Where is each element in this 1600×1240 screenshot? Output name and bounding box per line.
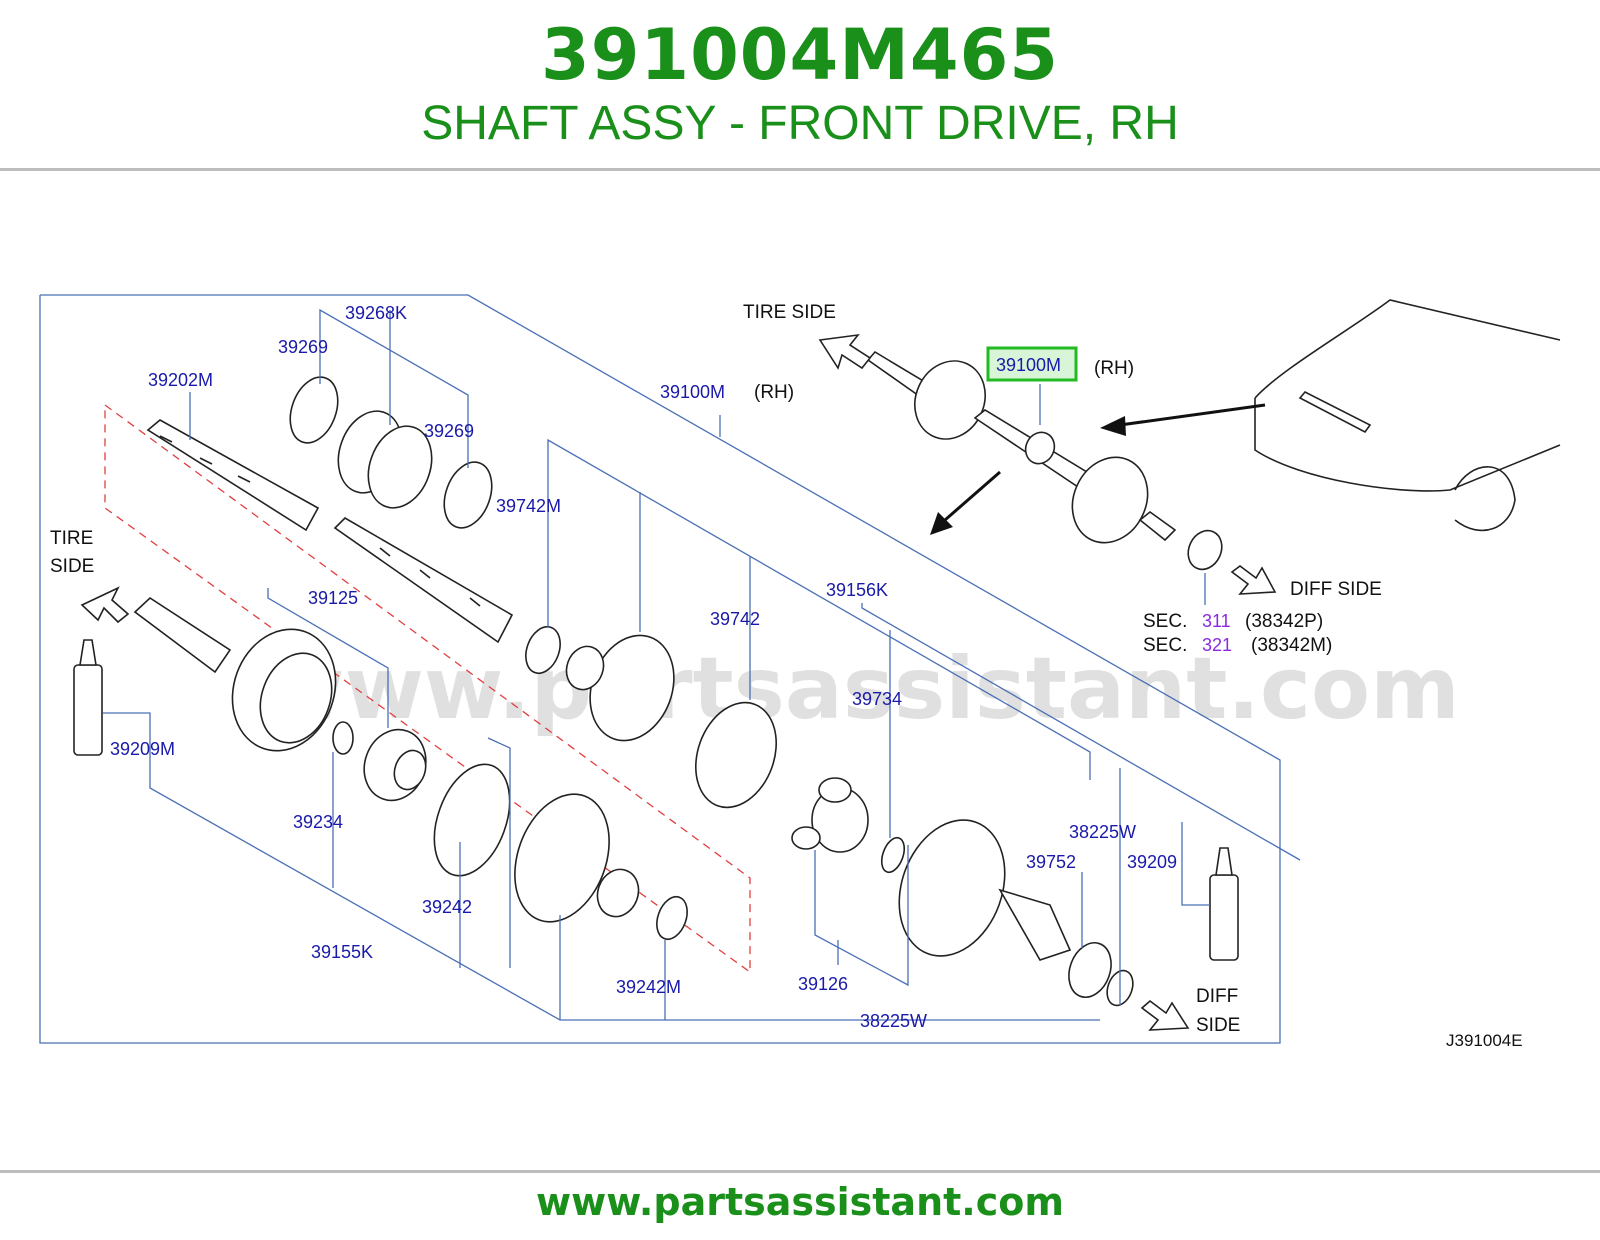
label-39209[interactable]: 39209 [1127, 852, 1177, 872]
diff-side-top: DIFF SIDE [1290, 579, 1382, 600]
diff-side-bottom-1: DIFF [1196, 986, 1238, 1007]
label-rh-1: (RH) [754, 382, 794, 403]
tire-side-left-2: SIDE [50, 556, 94, 577]
label-39242m[interactable]: 39242M [616, 977, 681, 997]
car-outline [1254, 299, 1561, 532]
arrow-to-car [1100, 403, 1266, 436]
sec-1-prefix: SEC. [1143, 611, 1187, 632]
label-39269a[interactable]: 39269 [278, 337, 328, 357]
label-39156k[interactable]: 39156K [826, 580, 888, 600]
tire-side-arrow-top [818, 333, 872, 370]
oil-seal [1187, 529, 1223, 571]
label-39734[interactable]: 39734 [852, 689, 902, 709]
label-39100m-highlighted[interactable]: 39100M [996, 355, 1061, 375]
header: 391004M465 SHAFT ASSY - FRONT DRIVE, RH [0, 0, 1600, 170]
clamp-39269a [289, 376, 339, 444]
tire-side-arrow-left [80, 586, 130, 624]
assembled-shaft-39100m [866, 350, 1177, 544]
label-39742[interactable]: 39742 [710, 609, 760, 629]
diagram-code: J391004E [1446, 1031, 1523, 1050]
snap-ring-39234 [332, 721, 354, 755]
frame-outline [39, 294, 1281, 1044]
part-number: 391004M465 [540, 14, 1059, 96]
tire-side-top: TIRE SIDE [743, 302, 836, 323]
sec-1-ref: (38342P) [1245, 611, 1323, 632]
leader-lines [103, 308, 1301, 1021]
shaft-39202m [146, 419, 514, 644]
arrow-down-left [930, 470, 1001, 535]
label-38225w-b[interactable]: 38225W [860, 1011, 927, 1031]
boot-39742m [565, 634, 675, 742]
inner-race-39125 [363, 728, 427, 802]
tire-side-left-1: TIRE [50, 528, 93, 549]
label-rh-2: (RH) [1094, 358, 1134, 379]
label-39268k[interactable]: 39268K [345, 303, 407, 323]
grease-bottle-39209m [73, 639, 103, 756]
label-39242[interactable]: 39242 [422, 897, 472, 917]
damper-39268k [337, 410, 433, 509]
label-39202m[interactable]: 39202M [148, 370, 213, 390]
label-39155k[interactable]: 39155K [311, 942, 373, 962]
snap-ring-39734 [880, 836, 906, 874]
dashed-group-outline [104, 403, 751, 974]
footer-url[interactable]: www.partsassistant.com [536, 1180, 1064, 1224]
clamp-39742 [694, 701, 778, 809]
highlight-box [986, 346, 1078, 382]
inner-housing [898, 819, 1112, 998]
footer-divider [0, 1170, 1600, 1173]
boot-39242 [514, 793, 640, 923]
sec-1-number[interactable]: 311 [1202, 611, 1231, 631]
watermark: www.partsassistant.com [265, 639, 1460, 739]
clamp-39269b [443, 461, 493, 529]
label-39125[interactable]: 39125 [308, 588, 358, 608]
label-39100m[interactable]: 39100M [660, 382, 725, 402]
sec-2-number[interactable]: 321 [1202, 635, 1232, 655]
clamp-39242 [433, 763, 511, 877]
label-38225w-a[interactable]: 38225W [1069, 822, 1136, 842]
header-divider [0, 168, 1600, 171]
diff-side-arrow-top [1230, 565, 1277, 595]
sec-2-ref: (38342M) [1251, 635, 1332, 656]
label-39752[interactable]: 39752 [1026, 852, 1076, 872]
clamp-39742m [525, 625, 561, 675]
diff-side-arrow-bottom [1140, 999, 1190, 1031]
diff-side-bottom-2: SIDE [1196, 1015, 1240, 1036]
label-39209m[interactable]: 39209M [110, 739, 175, 759]
part-description: SHAFT ASSY - FRONT DRIVE, RH [421, 97, 1179, 150]
tripod-39126 [791, 777, 869, 853]
label-39126[interactable]: 39126 [798, 974, 848, 994]
label-39234[interactable]: 39234 [293, 812, 343, 832]
label-39742m[interactable]: 39742M [496, 496, 561, 516]
grease-bottle-39209 [1209, 847, 1239, 961]
clamp-39242m [656, 895, 688, 941]
sec-2-prefix: SEC. [1143, 635, 1187, 656]
outer-joint-39125 [133, 596, 337, 752]
label-39269b[interactable]: 39269 [424, 421, 474, 441]
